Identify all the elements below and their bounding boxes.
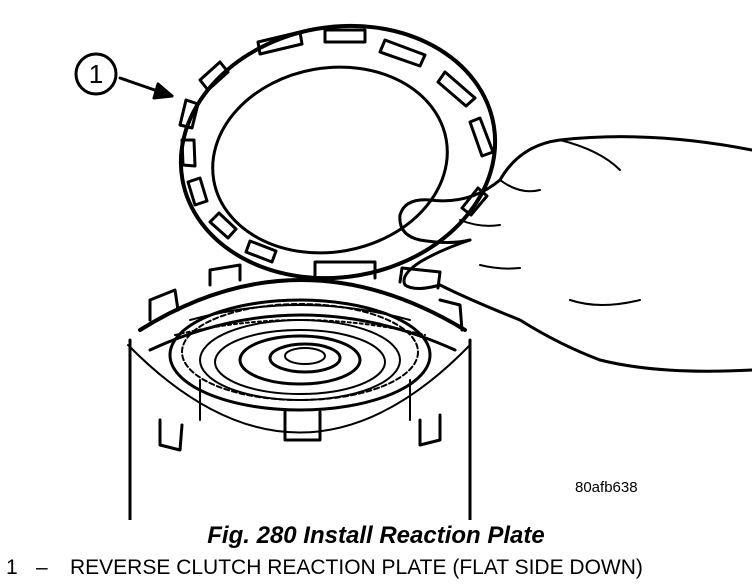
reaction-plate xyxy=(178,23,498,281)
clutch-pack xyxy=(168,298,432,412)
callout-number: 1 xyxy=(89,59,103,89)
callout-1: 1 xyxy=(74,52,118,96)
legend-text: REVERSE CLUTCH REACTION PLATE (FLAT SIDE… xyxy=(70,556,643,579)
figure-caption: Fig. 280 Install Reaction Plate xyxy=(207,522,545,549)
illustration: 1 80afb638 xyxy=(74,23,752,520)
legend-number: 1 xyxy=(6,556,18,579)
legend-dash: – xyxy=(36,556,48,579)
callout-arrow xyxy=(118,76,174,100)
image-code: 80afb638 xyxy=(575,479,638,496)
legend-item: 1–REVERSE CLUTCH REACTION PLATE (FLAT SI… xyxy=(6,556,643,580)
hand xyxy=(398,135,752,373)
